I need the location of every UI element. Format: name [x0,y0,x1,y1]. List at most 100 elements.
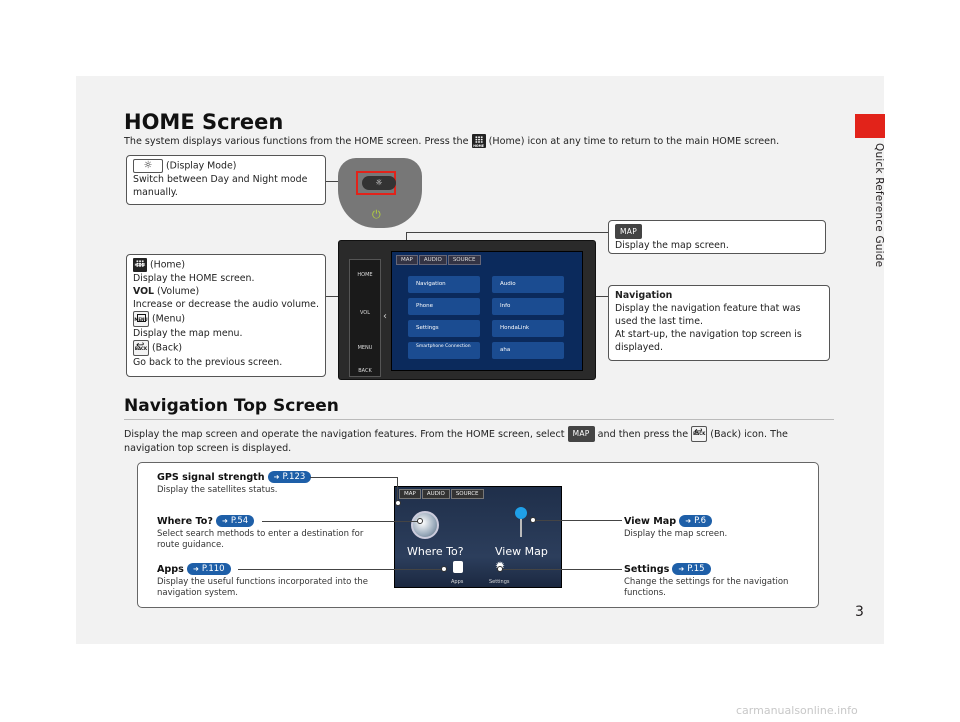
tile-audio[interactable]: Audio [492,276,564,293]
nav-tab-audio[interactable]: AUDIO [421,489,450,499]
tile-navigation[interactable]: Navigation [408,276,480,293]
leader-line [310,477,398,478]
gps-label: GPS signal strength P.123 [157,471,312,483]
map-badge: MAP [615,224,643,239]
nav-section-title: Navigation Top Screen [124,396,339,416]
tile-smartphone-connection[interactable]: Smartphone Connection [408,342,480,359]
leader-line [500,569,622,570]
device-vol-label[interactable]: VOL [359,310,371,316]
where-to-button[interactable]: Where To? [407,545,464,558]
gps-text: Display the satellites status. [157,485,278,495]
leader-line [406,232,608,233]
back-label: (Back) [151,342,183,354]
view-map-title: View Map [624,516,677,527]
nav-para-after: (Back) icon. The navigation top screen i… [124,429,788,454]
chevron-left-icon[interactable]: ‹ [383,311,387,322]
apps-page-ref[interactable]: P.110 [186,563,231,575]
intro-text-before: The system displays various functions fr… [124,136,469,147]
page-number: 3 [855,604,864,620]
tile-info[interactable]: Info [492,298,564,315]
settings-title: Settings [624,564,670,575]
map-callout-text: Display the map screen. [615,240,729,251]
navigation-callout-text2: At start-up, the navigation top screen i… [615,329,802,353]
section-divider [124,419,834,420]
home-label: (Home) [149,259,185,271]
power-icon: ⏻ [372,208,381,221]
display-mode-callout: ☼ (Display Mode) Switch between Day and … [126,155,326,205]
leader-dot [395,500,401,506]
device-tab-source[interactable]: SOURCE [447,255,481,265]
view-map-button[interactable]: View Map [495,545,548,558]
device-side-buttons: HOME VOL MENU BACK [349,259,381,377]
back-icon [691,425,708,442]
where-to-page-ref[interactable]: P.54 [216,515,255,527]
vol-text: Increase or decrease the audio volume. [133,299,319,310]
nav-tab-source[interactable]: SOURCE [450,489,484,499]
leader-dot [530,517,536,523]
tile-aha[interactable]: aha [492,342,564,359]
map-pin-stem [520,519,522,537]
nav-tab-bar: MAP AUDIO SOURCE [399,489,484,499]
apps-icon[interactable] [453,561,463,573]
menu-text: Display the map menu. [133,328,243,339]
apps-button-label[interactable]: Apps [451,579,464,585]
display-mode-label: (Display Mode) [165,160,237,172]
leader-line [534,520,622,521]
apps-text: Display the useful functions incorporate… [157,577,369,598]
home-section-title: HOME Screen [124,110,284,134]
home-section-intro: The system displays various functions fr… [124,134,779,148]
leader-dot [497,566,503,572]
where-to-text: Select search methods to enter a destina… [157,529,364,550]
tile-hondalink[interactable]: HondaLink [492,320,564,337]
navigation-callout: Navigation Display the navigation featur… [608,285,830,361]
nav-tab-map[interactable]: MAP [399,489,421,499]
home-text: Display the HOME screen. [133,273,255,284]
map-pin-icon[interactable] [515,507,527,519]
device-tab-map[interactable]: MAP [396,255,418,265]
display-mode-text: Switch between Day and Night mode manual… [133,174,308,198]
back-text: Go back to the previous screen. [133,357,283,368]
tile-settings[interactable]: Settings [408,320,480,337]
display-mode-zoom-bubble: ☼ ⏻ [338,158,422,228]
watermark: carmanualsonline.info [736,704,858,717]
magnifier-icon[interactable] [411,511,439,539]
where-to-title: Where To? [157,516,213,527]
day-night-button[interactable]: ☼ [362,176,396,190]
leader-dot [417,518,423,524]
view-map-label: View Map P.6 [624,515,713,527]
leader-line [262,521,420,522]
leader-dot [441,566,447,572]
home-icon [133,258,147,272]
menu-icon [133,311,149,327]
where-to-label: Where To? P.54 [157,515,255,527]
map-callout: MAP Display the map screen. [608,220,826,254]
device-tab-bar: MAP AUDIO SOURCE [396,255,481,265]
home-buttons-callout: (Home) Display the HOME screen. VOL (Vol… [126,254,326,377]
device-back-label[interactable]: BACK [358,368,372,374]
nav-para-before: Display the map screen and operate the n… [124,429,565,440]
day-night-icon: ☼ [133,159,163,173]
audio-navigation-unit: HOME VOL MENU BACK ‹ MAP AUDIO SOURCE Na… [338,240,596,380]
vol-paren: (Volume) [157,286,200,297]
section-tab-marker [855,114,885,138]
apps-title: Apps [157,564,184,575]
menu-label: (Menu) [151,313,186,325]
side-tab-label: Quick Reference Guide [873,143,885,268]
tile-phone[interactable]: Phone [408,298,480,315]
device-menu-label[interactable]: MENU [357,345,373,351]
settings-button-label[interactable]: Settings [489,579,510,585]
gps-page-ref[interactable]: P.123 [267,471,312,483]
leader-line [397,477,398,503]
device-home-label[interactable]: HOME [357,272,373,278]
nav-section-paragraph: Display the map screen and operate the n… [124,425,840,456]
navigation-callout-title: Navigation [615,290,673,301]
device-tab-audio[interactable]: AUDIO [418,255,447,265]
back-icon [133,339,149,356]
gps-title: GPS signal strength [157,472,265,483]
settings-text: Change the settings for the navigation f… [624,577,789,598]
settings-page-ref[interactable]: P.15 [672,563,711,575]
nav-para-middle: and then press the [597,429,689,440]
settings-label: Settings P.15 [624,563,711,575]
home-icon [471,134,486,148]
view-map-page-ref[interactable]: P.6 [679,515,713,527]
